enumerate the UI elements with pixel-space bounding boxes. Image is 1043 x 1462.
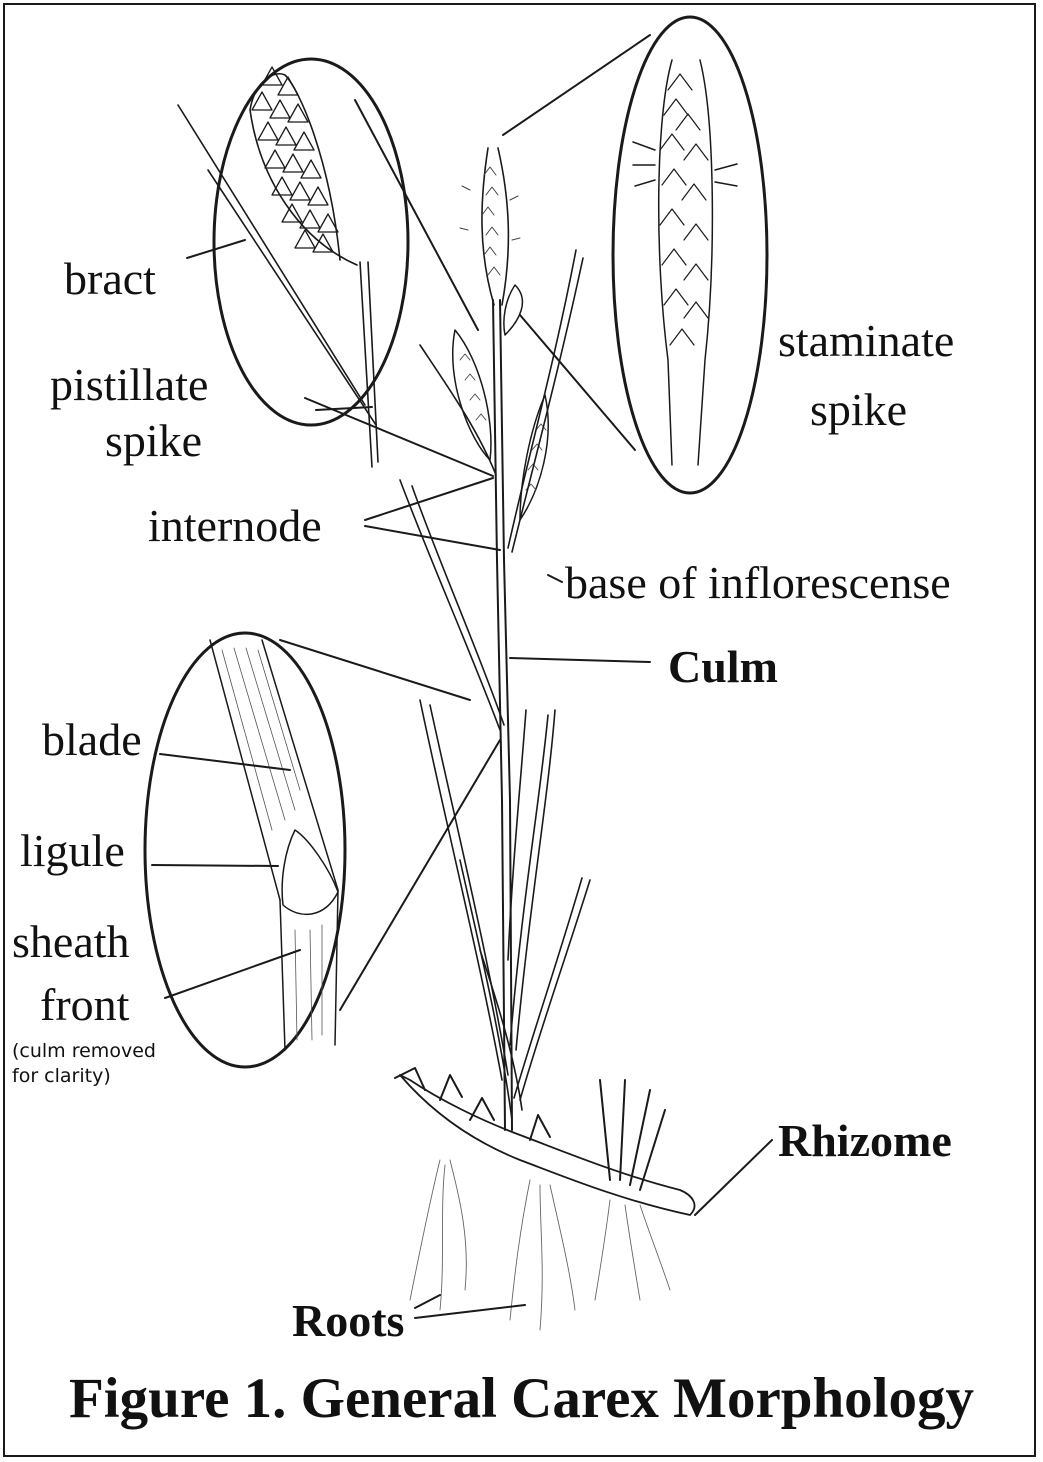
label-staminate: staminate bbox=[778, 318, 954, 364]
label-pistillate: pistillate bbox=[50, 362, 208, 408]
figure-title: Figure 1. General Carex Morphology bbox=[0, 1370, 1043, 1427]
label-internode: internode bbox=[148, 503, 322, 549]
staminate-spike-inset bbox=[613, 17, 767, 493]
label-culm-note-line1: (culm removed bbox=[12, 1040, 156, 1064]
staminate-spike-detail bbox=[633, 60, 737, 465]
label-pistillate-spike: spike bbox=[105, 418, 202, 464]
label-staminate-spike: spike bbox=[810, 387, 907, 433]
label-front: front bbox=[40, 982, 129, 1028]
label-rhizome: Rhizome bbox=[778, 1118, 952, 1164]
label-ligule: ligule bbox=[20, 828, 125, 874]
label-culm: Culm bbox=[668, 644, 778, 690]
label-sheath: sheath bbox=[12, 919, 130, 965]
label-bract: bract bbox=[64, 256, 156, 302]
label-blade: blade bbox=[42, 717, 142, 763]
label-roots: Roots bbox=[292, 1298, 404, 1344]
label-culm-note-line2: for clarity) bbox=[12, 1065, 111, 1089]
label-base-of-inflorescense: base of inflorescense bbox=[565, 560, 951, 606]
carex-plant bbox=[395, 148, 695, 1330]
